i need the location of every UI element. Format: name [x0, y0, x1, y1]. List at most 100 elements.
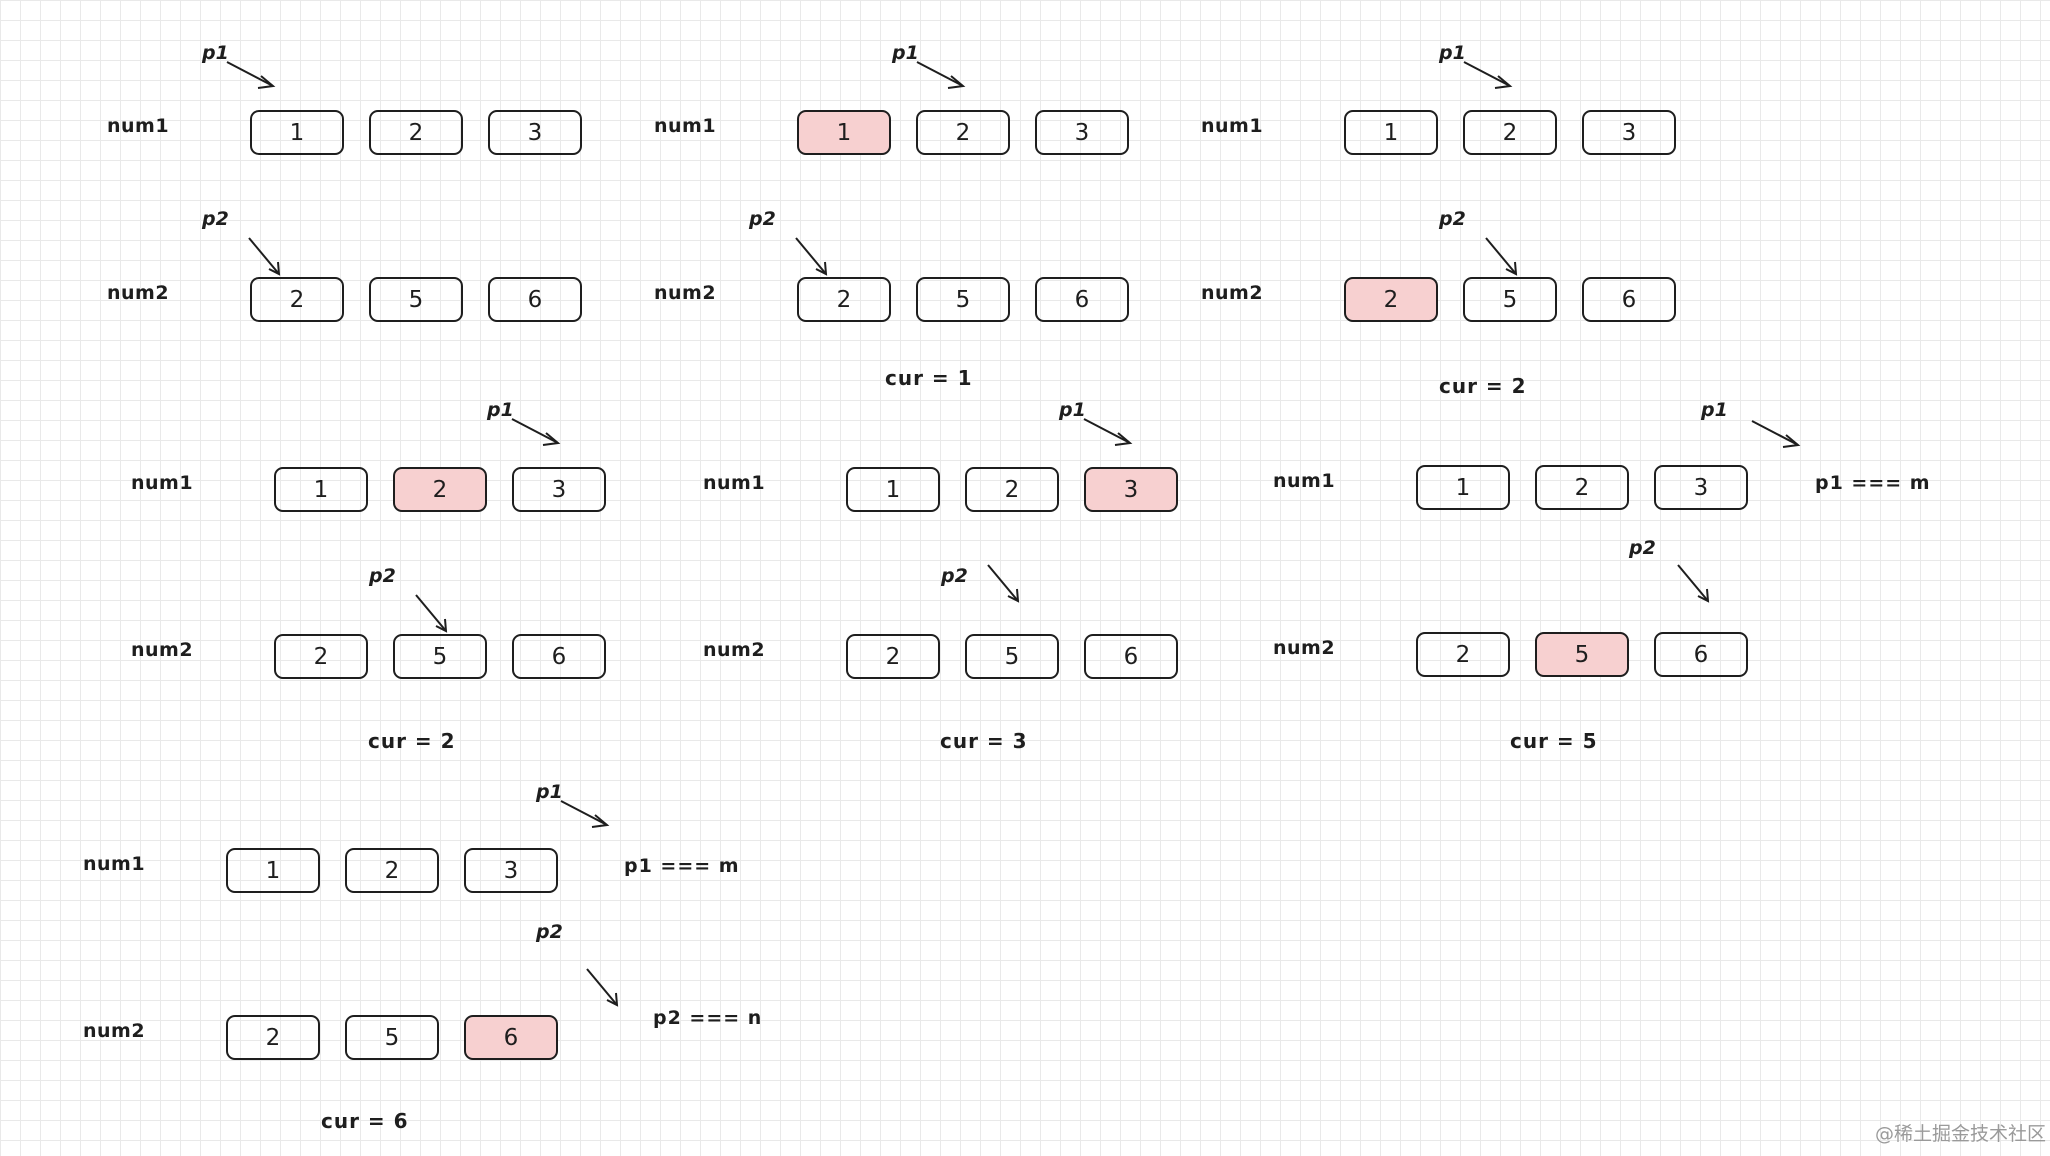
num2-cell: 6 — [512, 634, 606, 679]
p1-arrow-icon — [1083, 418, 1133, 446]
num1-cell: 3 — [1582, 110, 1676, 155]
p2-label: p2 — [941, 565, 968, 587]
num2-cell: 6 — [1035, 277, 1129, 322]
num2-label: num2 — [1201, 282, 1264, 304]
num1-cell: 1 — [226, 848, 320, 893]
step-frame-6: p1 p1 === m num1 1 2 3 p2 num2 2 5 6 cur… — [1273, 397, 1930, 757]
p1-label: p1 — [536, 781, 563, 803]
num1-cell-highlighted: 2 — [393, 467, 487, 512]
watermark: @稀土掘金技术社区 — [1874, 1123, 2046, 1145]
num2-cell: 2 — [250, 277, 344, 322]
num1-label: num1 — [1201, 115, 1264, 137]
p1-arrow-icon — [511, 418, 561, 446]
p2-end-condition: p2 === n — [653, 1007, 763, 1029]
p2-label: p2 — [1629, 537, 1656, 559]
p2-arrow-icon — [987, 564, 1020, 603]
num2-label: num2 — [107, 282, 170, 304]
p1-label: p1 — [1701, 399, 1728, 421]
step-frame-1: p1 num1 1 2 3 p2 num2 2 5 6 — [107, 40, 627, 400]
num2-cell: 2 — [797, 277, 891, 322]
num2-cell: 6 — [488, 277, 582, 322]
p1-arrow-icon — [1751, 420, 1801, 448]
num1-cell: 3 — [488, 110, 582, 155]
num1-cell: 1 — [1344, 110, 1438, 155]
step-frame-2: p1 num1 1 2 3 p2 num2 2 5 6 cur = 1 — [654, 40, 1174, 400]
num1-cell: 1 — [1416, 465, 1510, 510]
num2-cell: 6 — [1084, 634, 1178, 679]
num1-cell: 3 — [1035, 110, 1129, 155]
num2-cell: 5 — [393, 634, 487, 679]
num2-cell-highlighted: 2 — [1344, 277, 1438, 322]
step-frame-5: p1 num1 1 2 3 p2 num2 2 5 6 cur = 3 — [703, 397, 1223, 757]
num1-label: num1 — [1273, 470, 1336, 492]
num1-cell-highlighted: 1 — [797, 110, 891, 155]
num2-cell: 6 — [1654, 632, 1748, 677]
p2-arrow-icon — [248, 237, 281, 276]
step-frame-4: p1 num1 1 2 3 p2 num2 2 5 6 cur = 2 — [131, 397, 651, 757]
num1-cell: 2 — [345, 848, 439, 893]
num1-cell-highlighted: 3 — [1084, 467, 1178, 512]
p1-arrow-icon — [226, 61, 276, 89]
p1-label: p1 — [202, 42, 229, 64]
p2-arrow-icon — [586, 968, 619, 1007]
num1-cell: 2 — [965, 467, 1059, 512]
num2-cell-highlighted: 5 — [1535, 632, 1629, 677]
num2-label: num2 — [83, 1020, 146, 1042]
num2-cell: 2 — [846, 634, 940, 679]
p1-arrow-icon — [560, 800, 610, 828]
num2-cell: 5 — [916, 277, 1010, 322]
p1-arrow-icon — [916, 61, 966, 89]
num2-cell: 2 — [1416, 632, 1510, 677]
num1-label: num1 — [654, 115, 717, 137]
num2-label: num2 — [1273, 637, 1336, 659]
p1-label: p1 — [892, 42, 919, 64]
p1-end-condition: p1 === m — [624, 855, 740, 877]
p2-arrow-icon — [795, 237, 828, 276]
cur-value: cur = 2 — [368, 729, 456, 753]
num2-cell: 2 — [226, 1015, 320, 1060]
step-frame-7: p1 p1 === m num1 1 2 3 p2 p2 === n num2 … — [83, 779, 761, 1139]
num2-cell: 5 — [1463, 277, 1557, 322]
step-frame-3: p1 num1 1 2 3 p2 num2 2 5 6 cur = 2 — [1201, 40, 1721, 400]
p1-label: p1 — [1439, 42, 1466, 64]
cur-value: cur = 2 — [1439, 374, 1527, 398]
p2-label: p2 — [369, 565, 396, 587]
p2-arrow-icon — [1677, 564, 1710, 603]
num1-cell: 1 — [846, 467, 940, 512]
num1-label: num1 — [131, 472, 194, 494]
num1-cell: 2 — [1535, 465, 1629, 510]
p1-end-condition: p1 === m — [1815, 472, 1931, 494]
p2-label: p2 — [1439, 208, 1466, 230]
num1-cell: 3 — [464, 848, 558, 893]
p2-arrow-icon — [1485, 237, 1518, 276]
num1-cell: 3 — [1654, 465, 1748, 510]
p2-label: p2 — [202, 208, 229, 230]
cur-value: cur = 1 — [885, 366, 973, 390]
cur-value: cur = 3 — [940, 729, 1028, 753]
num1-label: num1 — [83, 853, 146, 875]
num1-label: num1 — [107, 115, 170, 137]
p1-arrow-icon — [1463, 61, 1513, 89]
num2-cell: 5 — [345, 1015, 439, 1060]
num1-cell: 2 — [916, 110, 1010, 155]
num2-cell: 5 — [369, 277, 463, 322]
num2-label: num2 — [703, 639, 766, 661]
num1-cell: 1 — [274, 467, 368, 512]
num2-cell-highlighted: 6 — [464, 1015, 558, 1060]
p2-label: p2 — [536, 921, 563, 943]
cur-value: cur = 6 — [321, 1109, 409, 1133]
p1-label: p1 — [1059, 399, 1086, 421]
cur-value: cur = 5 — [1510, 729, 1598, 753]
p2-arrow-icon — [415, 594, 448, 633]
p2-label: p2 — [749, 208, 776, 230]
num1-label: num1 — [703, 472, 766, 494]
p1-label: p1 — [487, 399, 514, 421]
num1-cell: 3 — [512, 467, 606, 512]
num1-cell: 2 — [1463, 110, 1557, 155]
num2-cell: 6 — [1582, 277, 1676, 322]
num2-cell: 5 — [965, 634, 1059, 679]
num2-label: num2 — [131, 639, 194, 661]
num1-cell: 2 — [369, 110, 463, 155]
num1-cell: 1 — [250, 110, 344, 155]
